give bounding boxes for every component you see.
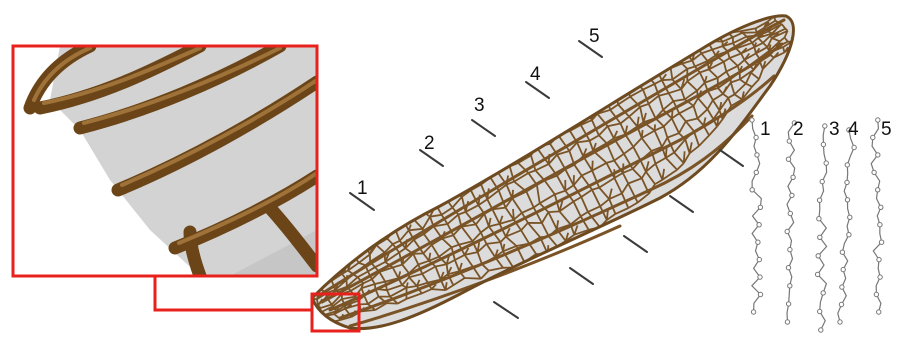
profile-node [816,254,820,258]
profile-node [756,240,760,244]
profile-node [877,257,881,261]
profile-node [818,309,822,313]
profile-node [841,267,845,271]
profile-node [838,320,842,324]
profile-node [786,266,790,270]
section-marker-5-bottom [720,150,743,166]
profile-node [750,188,754,192]
profile-node [788,211,792,215]
profile-node [876,188,880,192]
profile-node [820,179,824,183]
profile-node [821,142,825,146]
profile-node [750,118,754,122]
profile-node [840,250,844,254]
profile-curve-1 [752,120,761,312]
profile-node [847,233,851,237]
profile-label-3: 3 [829,119,840,140]
profile-node [785,229,789,233]
profile-node [815,272,819,276]
zoom-inset [13,46,317,276]
profile-curve-2 [787,123,795,322]
profile-node [787,139,791,143]
profile-node [786,302,790,306]
profile-label-4: 4 [848,119,859,140]
profile-node [876,153,880,157]
profile-curve-4 [838,130,854,322]
profile-node [872,170,876,174]
profile-node [755,153,759,157]
profile-label-1: 1 [760,119,771,140]
profile-node [786,157,790,161]
profile-node [819,328,823,332]
profile-node [871,135,875,139]
section-marker-3-bottom [624,236,647,252]
profile-node [879,240,883,244]
profile-node [876,118,880,122]
section-label-5: 5 [589,26,600,47]
profile-node [758,275,762,279]
profile-node [754,135,758,139]
section-label-4: 4 [530,64,541,85]
profile-node [751,310,755,314]
profile-node [878,223,882,227]
section-label-2: 2 [424,133,435,154]
profile-node [788,247,792,251]
profile-node [874,292,878,296]
wing [310,16,793,329]
profile-node [852,145,856,149]
section-marker-4-bottom [670,196,693,212]
profile-node [817,217,821,221]
profile-label-2: 2 [793,119,804,140]
profile-node [877,310,881,314]
section-marker-1-bottom [494,302,518,318]
profile-curve-5 [871,120,881,312]
profile-node [839,302,843,306]
profile-node [758,292,762,296]
profile-node [848,215,852,219]
profile-node [758,205,762,209]
zoom-connector [155,277,312,310]
profile-node [845,163,849,167]
profile-node [879,205,883,209]
cross-section-profiles: 1 2 3 4 5 [750,118,892,332]
profile-label-5: 5 [881,119,892,140]
profile-node [823,124,827,128]
section-label-3: 3 [474,95,485,116]
profile-node [754,170,758,174]
profile-node [878,275,882,279]
profile-curve-3 [818,126,827,330]
section-marker-2-bottom [570,268,593,284]
profile-node [840,285,844,289]
profile-node [757,223,761,227]
profile-node [824,161,828,165]
profile-node [821,291,825,295]
profile-node [845,180,849,184]
section-label-1: 1 [357,178,368,199]
profile-node [785,320,789,324]
profile-node [817,198,821,202]
profile-node [845,198,849,202]
profile-node [790,193,794,197]
profile-node [791,175,795,179]
profile-node [757,257,761,261]
profile-node [818,235,822,239]
section-marker-3-top [472,120,495,136]
profile-node [788,284,792,288]
